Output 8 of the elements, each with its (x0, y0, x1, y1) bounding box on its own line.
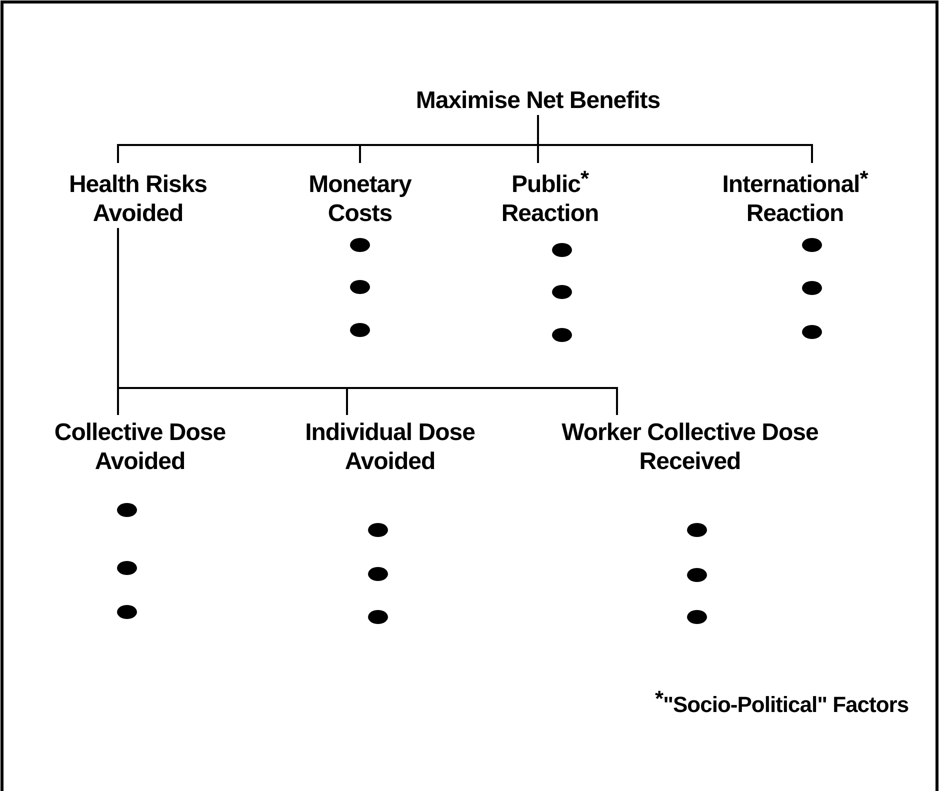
node-label: Monetary Costs (285, 170, 435, 228)
node-label: Maximise Net Benefits (400, 86, 676, 115)
tree-connector (117, 228, 618, 415)
node-label: Collective Dose Avoided (30, 418, 250, 476)
tree-connector (537, 115, 813, 163)
node-label: Individual Dose Avoided (275, 418, 505, 476)
node-label: Health Risks Avoided (58, 170, 218, 228)
node-label: Worker Collective Dose Received (545, 418, 835, 476)
